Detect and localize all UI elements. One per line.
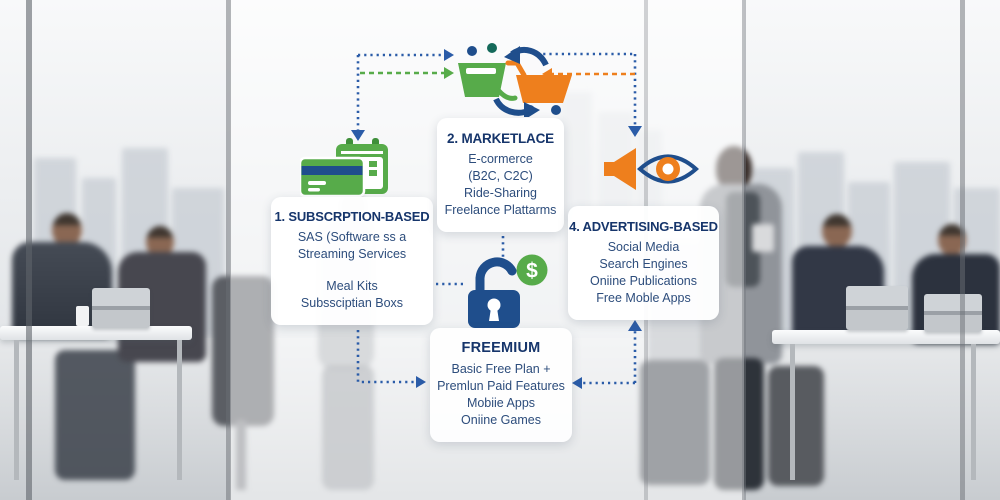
tablet (752, 224, 774, 252)
box-line: E-cormerce (468, 152, 533, 166)
box-line: Meal Kits (326, 279, 378, 293)
credit-card-calendar-icon (300, 138, 388, 198)
arrow-right-icon (444, 67, 454, 79)
desk-right (772, 330, 1000, 344)
box-subscription-based: 1. SUBSCRPTION-BASED SAS (Software ss a … (271, 197, 433, 325)
box-advertising-based: 4. ADVERTISING-BASED Social Media Search… (568, 206, 719, 320)
window-mullion (26, 0, 32, 500)
arrow-right-icon (444, 49, 454, 61)
desk-left-legs (14, 340, 182, 480)
box-line: Subssciptian Boxs (300, 296, 404, 310)
box-line: Search Engines (599, 257, 688, 271)
eye-icon (636, 154, 700, 184)
box-line: Oniine Games (461, 413, 541, 427)
box-marketplace: 2. MARKETLACE E-cormerce (B2C, C2C) Ride… (437, 118, 564, 232)
box-line: Free Moble Apps (596, 291, 691, 305)
desk-left (0, 326, 192, 340)
window-mullion (226, 0, 231, 500)
box-line: Streaming Services (297, 247, 407, 261)
lock-shackle (475, 257, 517, 299)
dollar-sign: $ (526, 260, 538, 283)
box-line: Oniine Publications (589, 274, 697, 288)
box-title: 2. MARKETLACE (447, 131, 554, 146)
arrow-up-icon (628, 320, 642, 331)
arrow-down-icon (351, 130, 365, 141)
box-title: FREEMIUM (461, 340, 541, 356)
box-line: Social Media (607, 240, 680, 254)
box-line: Mobiie Apps (466, 396, 536, 410)
box-line: SAS (Software ss a (297, 230, 407, 244)
arrow-down-icon (628, 126, 642, 137)
laptop (846, 286, 908, 330)
exchange-icons-group (458, 43, 572, 117)
connector-subscription-to-freemium (356, 330, 416, 384)
lock-dollar-icon: $ (468, 254, 548, 328)
shopping-cart-icon (505, 60, 572, 115)
person-head (52, 213, 82, 247)
arrow-left-icon (572, 377, 582, 389)
megaphone-icon (604, 148, 636, 190)
box-line: Freelance Plattarms (444, 203, 557, 217)
box-line: Ride-Sharing (464, 186, 537, 200)
megaphone-eye-icon (604, 148, 700, 190)
box-title: 4. ADVERTISING-BASED (569, 219, 718, 234)
arrow-right-icon (416, 376, 426, 388)
box-freemium: FREEMIUM Basic Free Plan + Premlun Paid … (430, 328, 572, 442)
window-mullion (960, 0, 965, 500)
box-line: (B2C, C2C) (468, 169, 533, 183)
mug (76, 306, 89, 326)
window-mullion (742, 0, 746, 500)
laptop (92, 288, 150, 328)
box-line: Basic Free Plan + (451, 362, 551, 376)
person-head (822, 214, 852, 248)
box-title: 1. SUBSCRPTION-BASED (274, 209, 430, 224)
shopping-basket-icon (458, 43, 518, 101)
desk-right-legs (790, 344, 976, 480)
dollar-badge (516, 254, 548, 286)
swap-arrows-icon (493, 46, 549, 117)
laptop (924, 294, 982, 332)
box-line: Premlun Paid Features (437, 379, 565, 393)
